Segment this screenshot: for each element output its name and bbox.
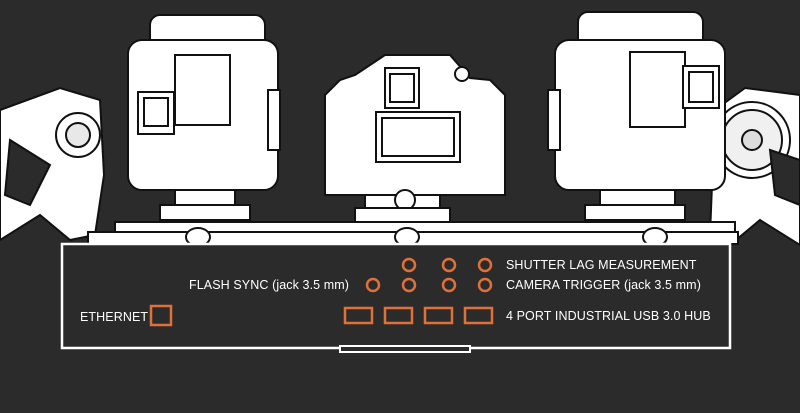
flash-sync-label: FLASH SYNC (jack 3.5 mm) — [189, 278, 350, 292]
usb-hub-label: 4 PORT INDUSTRIAL USB 3.0 HUB — [506, 309, 711, 323]
usb-port — [463, 306, 494, 325]
shutter-lag-port — [401, 257, 417, 273]
camera-right — [547, 11, 726, 246]
usb-port — [423, 306, 454, 325]
control-box — [60, 242, 732, 353]
camera-trigger-ports — [401, 277, 493, 293]
shutter-lag-port — [441, 257, 457, 273]
camera-trigger-label: CAMERA TRIGGER (jack 3.5 mm) — [506, 278, 701, 292]
left-mount-arm — [0, 86, 106, 242]
flash-sync-port — [365, 277, 381, 293]
shutter-lag-port — [477, 257, 493, 273]
camera-trigger-port — [477, 277, 493, 293]
ethernet-label: ETHERNET — [80, 310, 149, 324]
camera-trigger-port — [441, 277, 457, 293]
usb-ports — [343, 306, 494, 325]
usb-port — [343, 306, 374, 325]
shutter-lag-label: SHUTTER LAG MEASUREMENT — [506, 258, 697, 272]
shutter-lag-ports — [401, 257, 493, 273]
camera-center — [324, 54, 506, 246]
mounting-rail — [87, 221, 739, 247]
usb-port — [383, 306, 414, 325]
camera-left — [127, 14, 281, 245]
camera-trigger-port — [401, 277, 417, 293]
ethernet-port — [149, 304, 173, 327]
